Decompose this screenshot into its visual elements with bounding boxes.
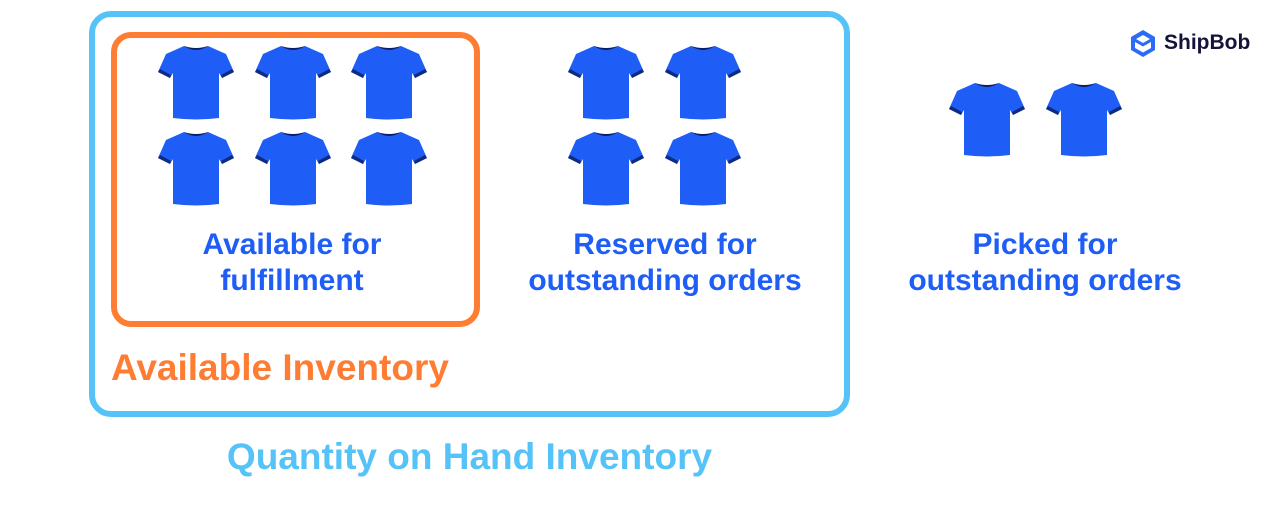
quantity-on-hand-box [89,11,850,417]
shipbob-logo: ShipBob [1128,28,1250,58]
tshirt-icon [253,128,333,208]
group-label-available: Available for fulfillment [120,227,464,299]
tshirt-icon [156,42,236,122]
tshirt-icon [1044,79,1124,159]
label-line: outstanding orders [528,264,802,297]
label-line: outstanding orders [908,264,1182,297]
shipbob-cube-logo-icon [1131,30,1155,57]
tshirt-icon [349,42,429,122]
tshirt-icon [349,128,429,208]
group-label-reserved: Reserved for outstanding orders [480,227,850,299]
tshirt-icon [663,128,743,208]
brand-name: ShipBob [1164,31,1251,54]
tshirt-icon [947,79,1027,159]
label-line: Picked for [972,228,1118,261]
label-line: Reserved for [573,228,757,261]
on-hand-label: Quantity on Hand Inventory [226,436,713,477]
tshirt-icon [156,128,236,208]
group-label-picked: Picked for outstanding orders [860,227,1230,299]
available-inventory-label: Available Inventory [111,347,449,388]
tshirt-icon [663,42,743,122]
label-line: fulfillment [220,264,364,297]
tshirt-icon [566,42,646,122]
tshirt-icon [253,42,333,122]
available-inventory-box [111,32,480,327]
label-line: Available for [202,228,382,261]
tshirt-icon [566,128,646,208]
